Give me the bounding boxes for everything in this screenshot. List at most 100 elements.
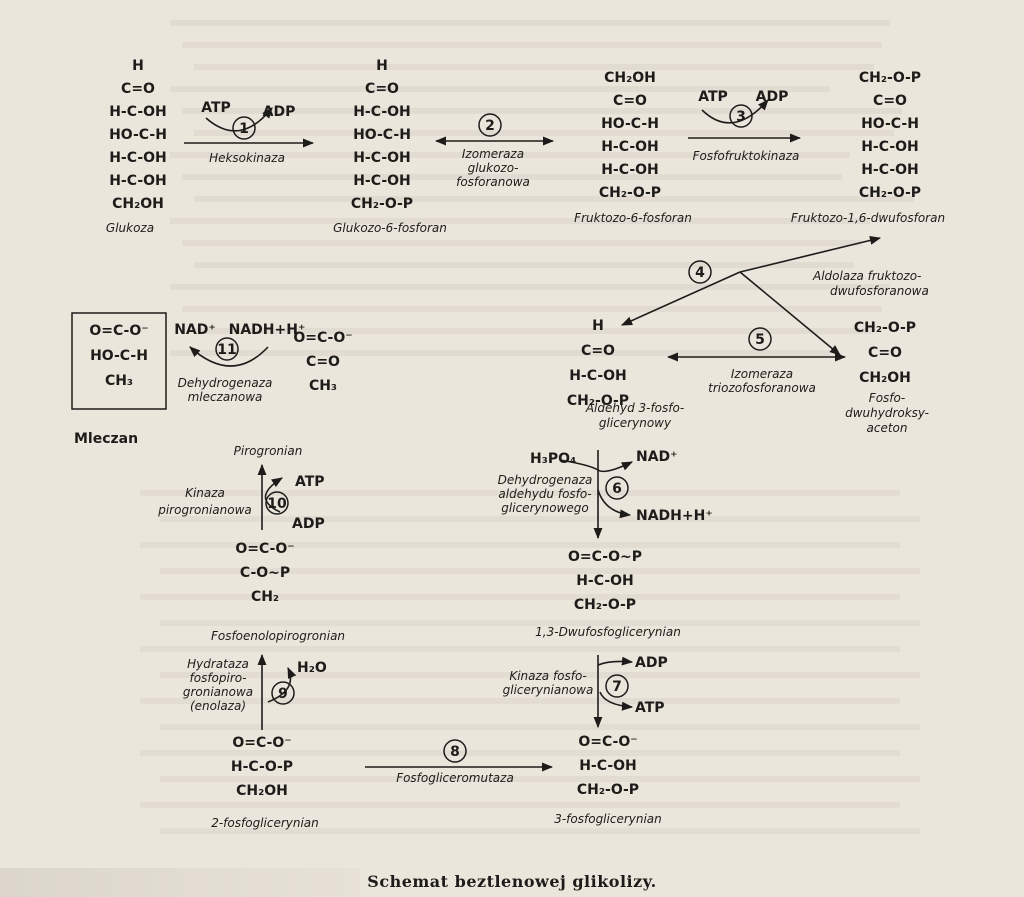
- bleed-through-line: [160, 828, 920, 834]
- dhap-name: aceton: [867, 421, 908, 435]
- enzyme-9-line: fosfopiro-: [190, 671, 247, 685]
- mleczan-formula-line: HO-C-H: [90, 348, 148, 364]
- step-number-1-circle: [232, 116, 256, 140]
- bleed-through-line: [160, 620, 920, 626]
- enzyme-9-line: Hydrataza: [187, 657, 249, 671]
- enzyme-6-line: glicerynowego: [501, 501, 588, 515]
- bleed-through-line: [194, 64, 874, 70]
- enzyme-7-line: Kinaza fosfo-: [509, 669, 586, 683]
- g3p-name: glicerynowy: [599, 416, 672, 430]
- f16bp-name: Fruktozo-1,6-dwufosforan: [791, 211, 945, 225]
- enzyme-4-line: dwufosforanowa: [830, 284, 929, 298]
- step-number-9-circle: [271, 681, 295, 705]
- f16bp-formula-line: CH₂-O-P: [859, 70, 921, 86]
- pg2-name: 2-fosfoglicerynian: [211, 816, 319, 830]
- pirogronian-formula-line: C=O: [306, 354, 340, 370]
- bpg13-formula-line: O=C-O~P: [568, 549, 642, 565]
- step-1-curve: [205, 107, 273, 132]
- g6p-formula-line: C=O: [365, 81, 399, 97]
- step-9-cofactor-h2o: H₂O: [297, 660, 327, 676]
- step-1-cofactor-adp: ADP: [263, 104, 296, 120]
- bleed-through-line: [140, 594, 900, 600]
- glukoza-formula-line: H-C-OH: [109, 150, 167, 166]
- step-number-6: 6: [612, 481, 622, 497]
- mleczan-formula-line: O=C-O⁻: [89, 323, 148, 339]
- bleed-through-line: [160, 568, 920, 574]
- enzyme-5-line: Izomeraza: [731, 367, 793, 381]
- pep-name: Fosfoenolopirogronian: [211, 629, 345, 643]
- step-3-cofactor-adp: ADP: [756, 89, 789, 105]
- enzyme-11-line: mleczanowa: [188, 390, 263, 404]
- f16bp-formula-line: H-C-OH: [861, 139, 919, 155]
- pg2-formula-line: H-C-O-P: [231, 759, 293, 775]
- bleed-through-line: [194, 328, 874, 334]
- dhap-formula-line: C=O: [868, 345, 902, 361]
- bleed-through-line: [160, 672, 920, 678]
- bpg13-name: 1,3-Dwufosfoglicerynian: [535, 625, 681, 639]
- step-6-curve-out: [597, 489, 632, 519]
- step-number-9: 9: [278, 686, 288, 702]
- f16bp-formula-line: H-C-OH: [861, 162, 919, 178]
- step-number-4-circle: [688, 260, 712, 284]
- f6p-name: Fruktozo-6-fosforan: [574, 211, 692, 225]
- f6p-formula-line: H-C-OH: [601, 139, 659, 155]
- g6p-formula-line: H-C-OH: [353, 173, 411, 189]
- bleed-through-line: [170, 152, 850, 158]
- pg3-formula-line: H-C-OH: [579, 758, 637, 774]
- step-number-7: 7: [612, 679, 622, 695]
- f6p-formula-line: HO-C-H: [601, 116, 659, 132]
- step-number-2-circle: [478, 113, 502, 137]
- dhap-formula-line: CH₂OH: [859, 370, 911, 386]
- enzyme-4-line: Aldolaza fruktozo-: [812, 269, 921, 283]
- enzyme-6-line: Dehydrogenaza: [498, 473, 593, 487]
- f16bp-formula-line: C=O: [873, 93, 907, 109]
- pg3-formula-line: CH₂-O-P: [577, 782, 639, 798]
- step-number-2: 2: [485, 118, 495, 134]
- enzyme-10-line: Kinaza: [185, 486, 225, 500]
- glukoza-formula-line: HO-C-H: [109, 127, 167, 143]
- f16bp-formula-line: HO-C-H: [861, 116, 919, 132]
- step-7-cofactor-adp: ADP: [635, 655, 668, 671]
- dhap-name: Fosfo-: [869, 391, 905, 405]
- enzyme-3-line: Fosfofruktokinaza: [693, 149, 800, 163]
- step-3-curve: [701, 99, 769, 124]
- pep-formula-line: C-O~P: [240, 565, 290, 581]
- bleed-through-line: [182, 306, 882, 312]
- bleed-through-line: [140, 750, 900, 756]
- glukoza-formula-line: H: [132, 58, 144, 74]
- enzyme-1-line: Heksokinaza: [209, 151, 285, 165]
- step-4-arrow-to-dhap: [739, 271, 841, 356]
- g6p-formula-line: H-C-OH: [353, 150, 411, 166]
- glukoza-formula-line: H-C-OH: [109, 173, 167, 189]
- step-number-6-circle: [605, 476, 629, 500]
- dhap-formula-line: CH₂-O-P: [854, 320, 916, 336]
- enzyme-11-line: Dehydrogenaza: [178, 376, 273, 390]
- pg2-formula-line: CH₂OH: [236, 783, 288, 799]
- bleed-through-line: [182, 42, 882, 48]
- step-7-cofactor-atp: ATP: [635, 700, 665, 716]
- g6p-formula-line: H: [376, 58, 388, 74]
- bleed-through-line: [140, 490, 900, 496]
- enzyme-2-line: fosforanowa: [456, 175, 530, 189]
- g6p-formula-line: H-C-OH: [353, 104, 411, 120]
- step-11-cofactor-nadh: NADH+H⁺: [229, 322, 306, 338]
- bpg13-formula-line: CH₂-O-P: [574, 597, 636, 613]
- step-6-curve-in: [559, 459, 634, 473]
- bleed-through-line: [182, 240, 862, 246]
- step-10-curve: [264, 477, 283, 513]
- g3p-formula-line: H: [592, 318, 604, 334]
- step-11-curve: [189, 346, 269, 367]
- step-number-3: 3: [736, 109, 746, 125]
- bleed-through-line: [160, 516, 920, 522]
- enzyme-5-line: triozofosforanowa: [708, 381, 816, 395]
- f6p-formula-line: CH₂OH: [604, 70, 656, 86]
- step-4-arrow-from-f16bp: [739, 236, 882, 273]
- step-6-cofactor-h3po4: H₃PO₄: [530, 451, 576, 467]
- step-number-1: 1: [239, 121, 249, 137]
- g6p-formula-line: HO-C-H: [353, 127, 411, 143]
- step-7-curve-in: [599, 691, 634, 711]
- g3p-formula-line: CH₂-O-P: [567, 393, 629, 409]
- step-number-8-circle: [443, 739, 467, 763]
- step-6-cofactor-nadh: NADH+H⁺: [636, 508, 713, 524]
